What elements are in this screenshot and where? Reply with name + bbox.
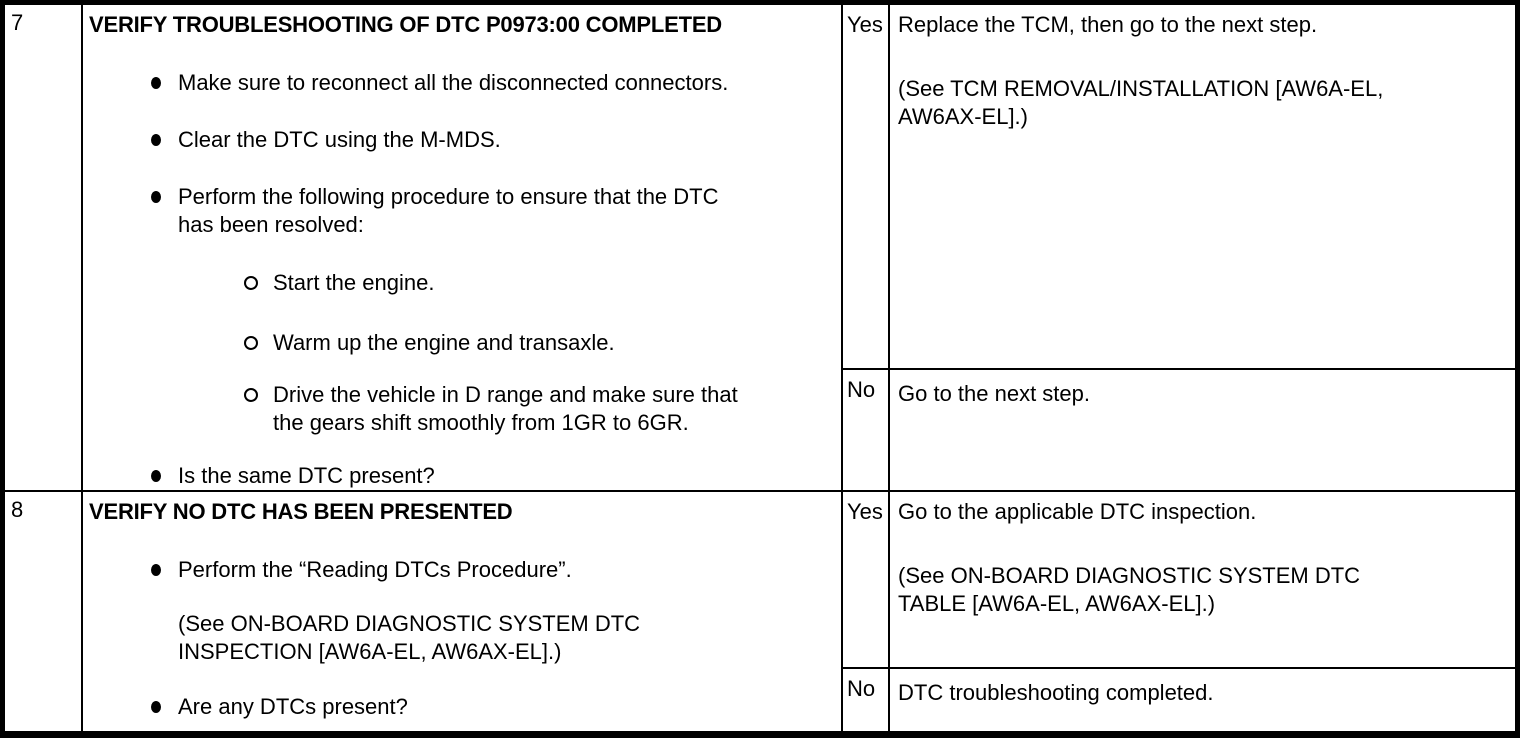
checklist-subitem: Warm up the engine and transaxle. [89,329,841,357]
action-title: VERIFY NO DTC HAS BEEN PRESENTED [89,499,513,524]
results-column: Yes Replace the TCM, then go to the next… [843,5,1515,490]
checklist-item-text: Perform the “Reading DTCs Procedure”. [178,557,572,582]
checklist-item-text: Clear the DTC using the M-MDS. [178,127,501,152]
result-cell: Go to the next step. [890,370,1515,490]
sub-bullet-icon [244,276,258,290]
checklist-item: Perform the “Reading DTCs Procedure”. [89,556,841,584]
bullet-icon [151,191,161,203]
bullet-icon [151,470,161,482]
table-row-step-8: 8 VERIFY NO DTC HAS BEEN PRESENTED Perfo… [5,492,1515,731]
checklist-item-text: Are any DTCs present? [178,694,408,719]
result-text: DTC troubleshooting completed. [898,680,1214,705]
yes-result-row: Yes Go to the applicable DTC inspection.… [843,492,1515,669]
action-cell: VERIFY TROUBLESHOOTING OF DTC P0973:00 C… [83,5,843,490]
checklist-item-text: Perform the following procedure to ensur… [178,184,719,237]
checklist-item: Clear the DTC using the M-MDS. [89,126,841,154]
step-number: 8 [5,492,83,731]
result-reference: (See TCM REMOVAL/INSTALLATION [AW6A-EL, … [898,76,1384,129]
no-result-row: No Go to the next step. [843,370,1515,490]
no-label: No [843,370,890,490]
result-cell: Replace the TCM, then go to the next ste… [890,5,1515,368]
results-column: Yes Go to the applicable DTC inspection.… [843,492,1515,731]
yes-label: Yes [843,492,890,667]
checklist-item: Make sure to reconnect all the disconnec… [89,69,841,97]
action-title: VERIFY TROUBLESHOOTING OF DTC P0973:00 C… [89,12,722,37]
result-cell: Go to the applicable DTC inspection. (Se… [890,492,1515,667]
no-label: No [843,669,890,731]
bullet-icon [151,77,161,89]
checklist-subitem-text: Drive the vehicle in D range and make su… [273,382,738,435]
bullet-icon [151,564,161,576]
checklist-item-text: Is the same DTC present? [178,463,435,488]
checklist-subitem: Drive the vehicle in D range and make su… [89,381,841,437]
bullet-icon [151,701,161,713]
result-text: Go to the applicable DTC inspection. [898,499,1257,524]
step-number: 7 [5,5,83,490]
result-text: Go to the next step. [898,381,1091,406]
yes-result-row: Yes Replace the TCM, then go to the next… [843,5,1515,370]
checklist-item: Are any DTCs present? [89,693,841,721]
checklist-subitem-text: Warm up the engine and transaxle. [273,330,615,355]
checklist-subitem-text: Start the engine. [273,270,435,295]
no-result-row: No DTC troubleshooting completed. [843,669,1515,731]
action-cell: VERIFY NO DTC HAS BEEN PRESENTED Perform… [83,492,843,731]
bullet-icon [151,134,161,146]
checklist-item: Is the same DTC present? [89,462,841,490]
table-row-step-7: 7 VERIFY TROUBLESHOOTING OF DTC P0973:00… [5,5,1515,492]
checklist-item-text: Make sure to reconnect all the disconnec… [178,70,729,95]
result-text: Replace the TCM, then go to the next ste… [898,12,1318,37]
reference-text: (See ON-BOARD DIAGNOSTIC SYSTEM DTC INSP… [178,611,641,664]
sub-bullet-icon [244,336,258,350]
yes-label: Yes [843,5,890,368]
result-cell: DTC troubleshooting completed. [890,669,1515,731]
checklist-subitem: Start the engine. [89,269,841,297]
checklist-item-continuation: (See ON-BOARD DIAGNOSTIC SYSTEM DTC INSP… [89,610,841,666]
result-reference: (See ON-BOARD DIAGNOSTIC SYSTEM DTC TABL… [898,563,1361,616]
sub-bullet-icon [244,388,258,402]
checklist-item: Perform the following procedure to ensur… [89,183,841,239]
